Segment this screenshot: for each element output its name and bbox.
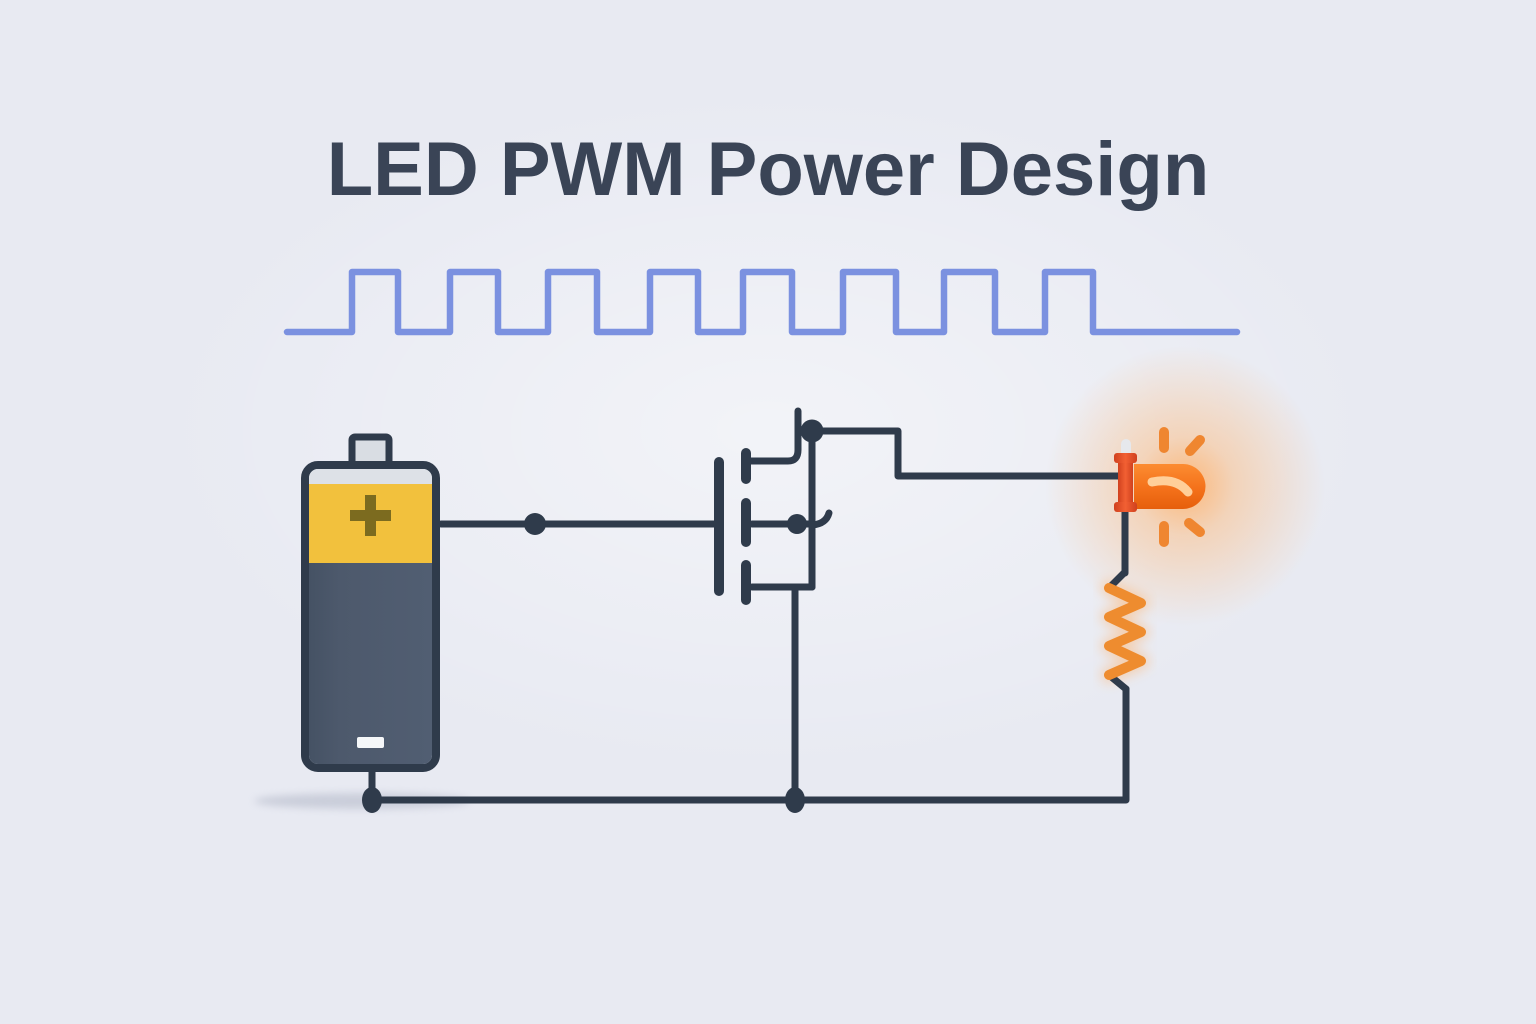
- resistor-icon: [1101, 568, 1149, 693]
- mosfet-icon: [714, 448, 751, 605]
- led-rays: [1159, 427, 1205, 547]
- led-flange-body: [1118, 457, 1133, 509]
- diagram-title: LED PWM Power Design: [326, 127, 1210, 212]
- led-flange: [1114, 453, 1137, 512]
- node-to-led-wire: [808, 427, 1123, 480]
- battery-minus-symbol: [357, 737, 384, 748]
- junction-dot-source-ground: [785, 787, 805, 813]
- led-top-stub: [1121, 439, 1131, 457]
- pwm-wave-path: [283, 268, 1241, 336]
- led-dome-highlight: [1147, 476, 1193, 497]
- junction-dot-gate: [524, 513, 546, 535]
- circuit-wires: [368, 407, 1130, 804]
- battery-plus-symbol: [350, 495, 391, 536]
- junction-dot-battery-ground: [362, 787, 382, 813]
- battery-top-strip: [309, 469, 432, 484]
- led-ray-top-right: [1185, 435, 1205, 456]
- junction-dot-middle: [787, 514, 807, 534]
- mosfet-middle-hook-wire: [808, 509, 833, 529]
- led-flange-cap-bottom: [1114, 502, 1137, 512]
- ground-rail-wire: [368, 685, 1130, 804]
- battery-icon: [301, 433, 440, 772]
- drain-wire: [746, 407, 802, 465]
- led-icon: [1114, 427, 1206, 547]
- led-dome: [1134, 464, 1206, 509]
- battery-dark-section: [309, 563, 432, 764]
- pwm-waveform-icon: [283, 268, 1241, 336]
- junction-dot-drain-node: [800, 419, 824, 443]
- led-flange-cap-top: [1114, 453, 1137, 463]
- led-ray-bottom-right: [1184, 518, 1205, 537]
- junction-dots: [362, 419, 824, 813]
- resistor-zigzag: [1104, 583, 1146, 680]
